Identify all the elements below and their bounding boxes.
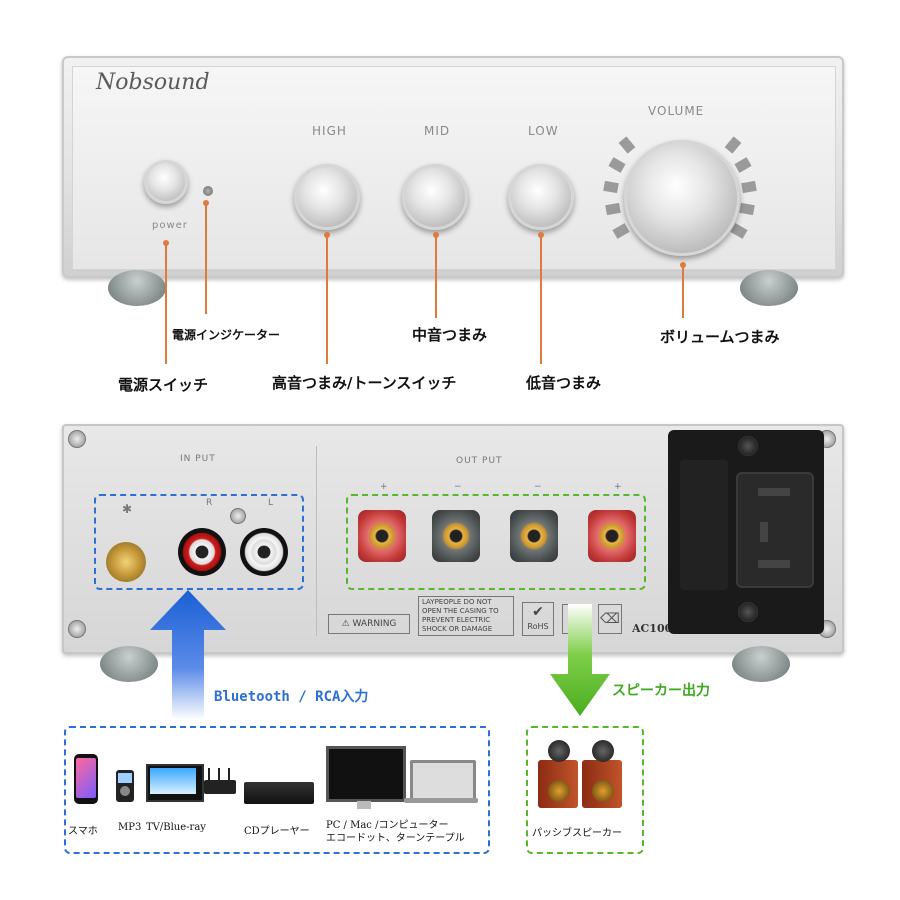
caution-notice: LAYPEOPLE DO NOT OPEN THE CASING TO PREV… [418,596,514,636]
bluetooth-icon: ✱ [122,502,133,516]
callout-line [326,236,328,364]
power-label: power [152,220,188,231]
input-arrow-caption: Bluetooth / RCA入力 [214,689,369,705]
tv-icon [146,764,204,802]
power-indicator-light [203,186,213,196]
callout-dot [203,200,209,206]
output-arrow [550,604,610,716]
screw-icon [230,508,246,524]
speaker-terminal-plus-1[interactable] [358,510,406,562]
callout-line [540,236,542,364]
pc-monitor-icon [326,746,406,809]
high-label: HIGH [312,124,347,138]
rohs-text: RoHS [527,622,549,631]
output-section-label: OUT PUT [456,456,503,466]
speaker-terminal-plus-2[interactable] [588,510,636,562]
low-knob-callout: 低音つまみ [526,374,602,392]
socket-pin-icon [758,560,790,568]
cd-player-icon [244,782,314,804]
terminal-polarity-minus: − [454,482,462,492]
callout-dot [680,262,686,268]
callout-dot [163,240,169,246]
mp3-player-icon [116,770,134,802]
speaker-tweeter-icon [592,740,614,762]
rca-left-jack[interactable] [240,528,288,576]
mid-knob[interactable] [402,164,468,230]
input-arrow [150,590,226,720]
check-icon: ✔ [532,604,544,620]
speaker-terminal-area [346,494,646,590]
rear-divider [316,446,317,636]
callout-line [435,236,437,318]
fuse-holder[interactable] [680,460,728,590]
callout-dot [538,232,544,238]
mid-label: MID [424,124,451,138]
input-jack-area [94,494,304,590]
device-label-echo: エコードット、ターンテープル [326,833,465,844]
screw-icon [68,430,86,448]
speaker-icon [538,760,578,808]
callout-dot [433,232,439,238]
warning-icon: ⚠ [341,619,353,629]
power-button[interactable] [144,160,188,204]
screw-icon [738,602,758,622]
screw-icon [738,436,758,456]
smartphone-icon [74,754,98,804]
speaker-label: パッシブスピーカー [532,828,622,839]
output-arrow-caption: スピーカー出力 [612,683,710,699]
rear-foot-left [100,646,158,682]
rca-r-label: R [206,498,213,508]
device-label-tv: TV/Blue-ray [146,822,206,833]
low-label: LOW [528,124,559,138]
callout-dot [324,232,330,238]
indicator-callout: 電源インジケーター [172,328,281,342]
speaker-terminal-minus-2[interactable] [510,510,558,562]
high-knob-callout: 高音つまみ/トーンスイッチ [272,374,457,392]
device-label-phone: スマホ [68,826,98,837]
volume-knob-callout: ボリュームつまみ [660,328,780,346]
speaker-icon [582,760,622,808]
rear-foot-right [732,646,790,682]
high-knob[interactable] [294,164,360,230]
bluetooth-antenna-jack[interactable] [106,542,146,582]
source-devices-panel [64,726,490,854]
terminal-polarity-plus: + [614,482,622,492]
low-knob[interactable] [508,164,574,230]
volume-label: VOLUME [648,104,705,118]
power-socket[interactable] [736,472,814,588]
rca-right-jack[interactable] [178,528,226,576]
laptop-icon [410,760,476,802]
mid-knob-callout: 中音つまみ [412,326,488,344]
power-switch-callout: 電源スイッチ [118,376,209,394]
warning-text: WARNING [352,619,397,629]
terminal-polarity-minus: − [534,482,542,492]
volume-knob[interactable] [624,140,740,256]
speaker-terminal-minus-1[interactable] [432,510,480,562]
input-section-label: IN PUT [180,454,216,464]
weee-icon: ⌫ [598,604,622,634]
terminal-polarity-plus: + [380,482,388,492]
socket-pin-icon [758,488,790,496]
callout-line [205,204,207,314]
front-foot-left [108,270,166,306]
screw-icon [68,620,86,638]
rohs-mark: ✔ RoHS [522,602,554,636]
rca-l-label: L [268,498,274,508]
warning-label: ⚠ WARNING [328,614,410,634]
device-label-cd: CDプレーヤー [244,826,310,837]
laptop-base [404,798,478,803]
device-label-mp3: MP3 [118,822,142,833]
device-label-pc: PC / Mac /コンピューター [326,820,449,831]
callout-line [682,266,684,318]
router-icon [204,768,236,794]
speaker-panel [526,726,644,854]
brand-logo: Nobsound [96,70,210,95]
speaker-tweeter-icon [548,740,570,762]
front-foot-right [740,270,798,306]
callout-line [165,244,167,364]
socket-pin-icon [760,522,768,542]
